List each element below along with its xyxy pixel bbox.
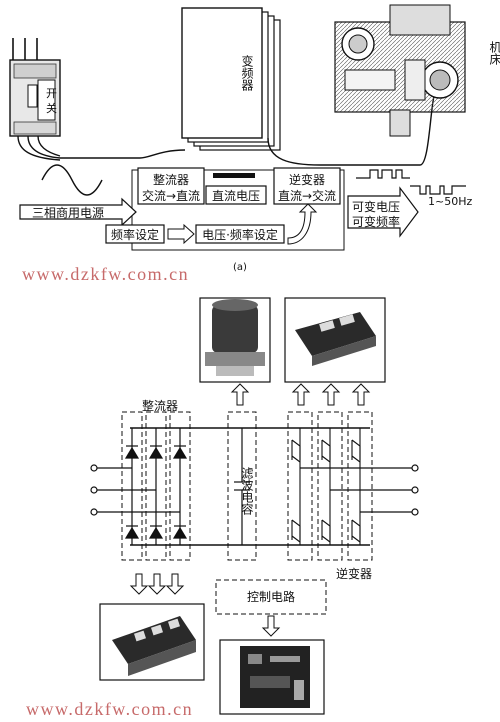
dc-voltage-label: 直流电压 [212,189,260,203]
freq-setting-block [105,224,165,244]
freq-setting-label: 频率设定 [111,227,159,242]
caption-a: (a) [233,262,247,273]
rectifier-block [137,167,205,205]
inverter-block [273,167,341,205]
up-arrows [230,383,371,406]
inverter-cabinet [181,7,281,151]
dashed-outlines [121,411,373,615]
watermark-top: www.dzkfw.com.cn [22,264,189,284]
inverter-block-title: 逆变器 [289,172,325,187]
circuit-breaker [9,38,61,161]
rectifier-module-photo [112,616,196,676]
dc-bar [213,173,255,178]
dc-voltage-block [205,185,267,205]
igbt-module-photo [295,312,376,366]
pwm-waveform [356,169,466,195]
rectifier-diodes [124,428,188,545]
freq-range-label: 1~50Hz [428,195,472,208]
reactor-photo [205,299,265,376]
three-phase-arrow [19,197,137,227]
machine-tool [334,4,466,137]
rectifier-title: 整流器 [153,172,189,187]
three-phase-label: 三相商用电源 [32,205,104,220]
power-wire [60,149,186,159]
output-arrow [347,186,419,238]
output-terminals [300,464,419,516]
inverter-block-sub: 直流→交流 [278,188,336,203]
filter-cap-label: 滤波电容 [206,467,254,516]
control-circuit-label: 控制电路 [247,589,295,604]
rectifier-sub: 交流→直流 [142,188,200,203]
watermark-bottom: www.dzkfw.com.cn [26,699,193,719]
volt-freq-setting-label: 电压·频率设定 [202,227,278,242]
filter-capacitor [234,428,250,545]
switch-label: 开 [46,87,57,100]
variable-freq-label: 可变频率 [352,214,400,229]
freq-to-volt-arrow [167,223,195,245]
volt-freq-setting-block [195,224,285,244]
machine-label: 机床 [478,41,500,65]
rectifier-label: 整流器 [142,398,178,413]
volt-to-inverter-arrow [287,203,318,245]
down-arrows [129,573,281,637]
inverter-label-bottom: 逆变器 [336,566,372,581]
input-terminals [90,464,180,516]
variable-voltage-label: 可变电压 [352,199,400,214]
switch-label-2: 关 [46,101,57,115]
inverter-igbts [291,428,361,545]
control-board-photo [240,646,310,708]
ac-sine-wave [41,164,103,196]
